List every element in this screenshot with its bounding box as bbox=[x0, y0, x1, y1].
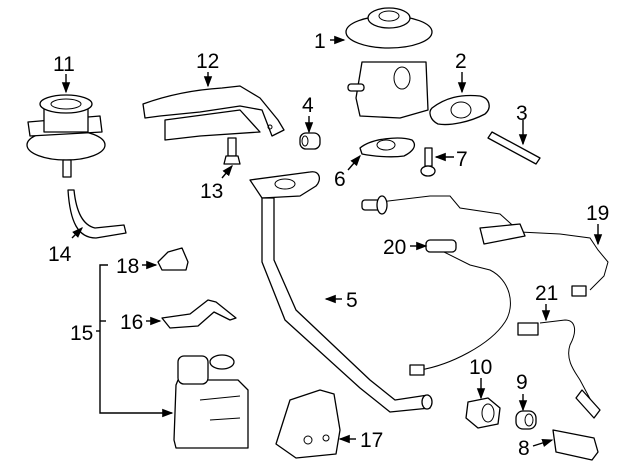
part-12-heat-insulator[interactable] bbox=[142, 85, 285, 141]
part-6-gasket[interactable] bbox=[359, 137, 416, 158]
callout-7[interactable]: 7 bbox=[456, 148, 468, 171]
callout-14[interactable]: 14 bbox=[48, 243, 72, 266]
callout-15[interactable]: 15 bbox=[70, 322, 93, 345]
part-4-nut[interactable] bbox=[299, 132, 321, 150]
part-14-hose[interactable] bbox=[67, 189, 127, 239]
callout-5[interactable]: 5 bbox=[346, 289, 358, 312]
part-19-oxygen-sensor[interactable] bbox=[361, 195, 609, 297]
callout-20[interactable]: 20 bbox=[383, 236, 406, 259]
callout-3[interactable]: 3 bbox=[516, 102, 528, 125]
callout-1[interactable]: 1 bbox=[314, 30, 326, 53]
part-15-vsv-assembly[interactable] bbox=[173, 354, 249, 449]
part-7-bolt[interactable] bbox=[420, 147, 436, 177]
callout-9[interactable]: 9 bbox=[516, 371, 528, 394]
part-1-egr-valve[interactable] bbox=[345, 7, 433, 119]
part-2-gasket[interactable] bbox=[429, 94, 490, 126]
part-10-nut[interactable] bbox=[465, 397, 501, 429]
callout-21[interactable]: 21 bbox=[535, 282, 558, 305]
callout-17[interactable]: 17 bbox=[360, 429, 383, 452]
callout-18[interactable]: 18 bbox=[116, 255, 139, 278]
callout-8[interactable]: 8 bbox=[518, 437, 530, 460]
part-21-oxygen-sensor[interactable] bbox=[517, 319, 601, 419]
callout-12[interactable]: 12 bbox=[196, 50, 219, 73]
part-18-connector[interactable] bbox=[157, 247, 189, 271]
callout-4[interactable]: 4 bbox=[302, 94, 314, 117]
callout-11[interactable]: 11 bbox=[53, 53, 75, 76]
part-13-bolt[interactable] bbox=[223, 137, 241, 165]
part-9-gasket[interactable] bbox=[515, 410, 537, 430]
callout-10[interactable]: 10 bbox=[469, 356, 492, 379]
part-3-stud[interactable] bbox=[487, 131, 541, 165]
callout-13[interactable]: 13 bbox=[200, 180, 223, 203]
leader-lines bbox=[61, 35, 603, 447]
part-20-oxygen-sensor[interactable] bbox=[409, 239, 511, 376]
callout-2[interactable]: 2 bbox=[455, 50, 467, 73]
callout-19[interactable]: 19 bbox=[586, 202, 609, 225]
callout-6[interactable]: 6 bbox=[334, 168, 346, 191]
part-8-sensor[interactable] bbox=[552, 429, 599, 461]
part-16-bracket[interactable] bbox=[161, 299, 237, 329]
part-5-egr-pipe[interactable] bbox=[249, 171, 433, 413]
callout-16[interactable]: 16 bbox=[120, 311, 143, 334]
part-17-bracket[interactable] bbox=[275, 389, 341, 459]
part-11-vacuum-valve[interactable] bbox=[26, 94, 106, 178]
